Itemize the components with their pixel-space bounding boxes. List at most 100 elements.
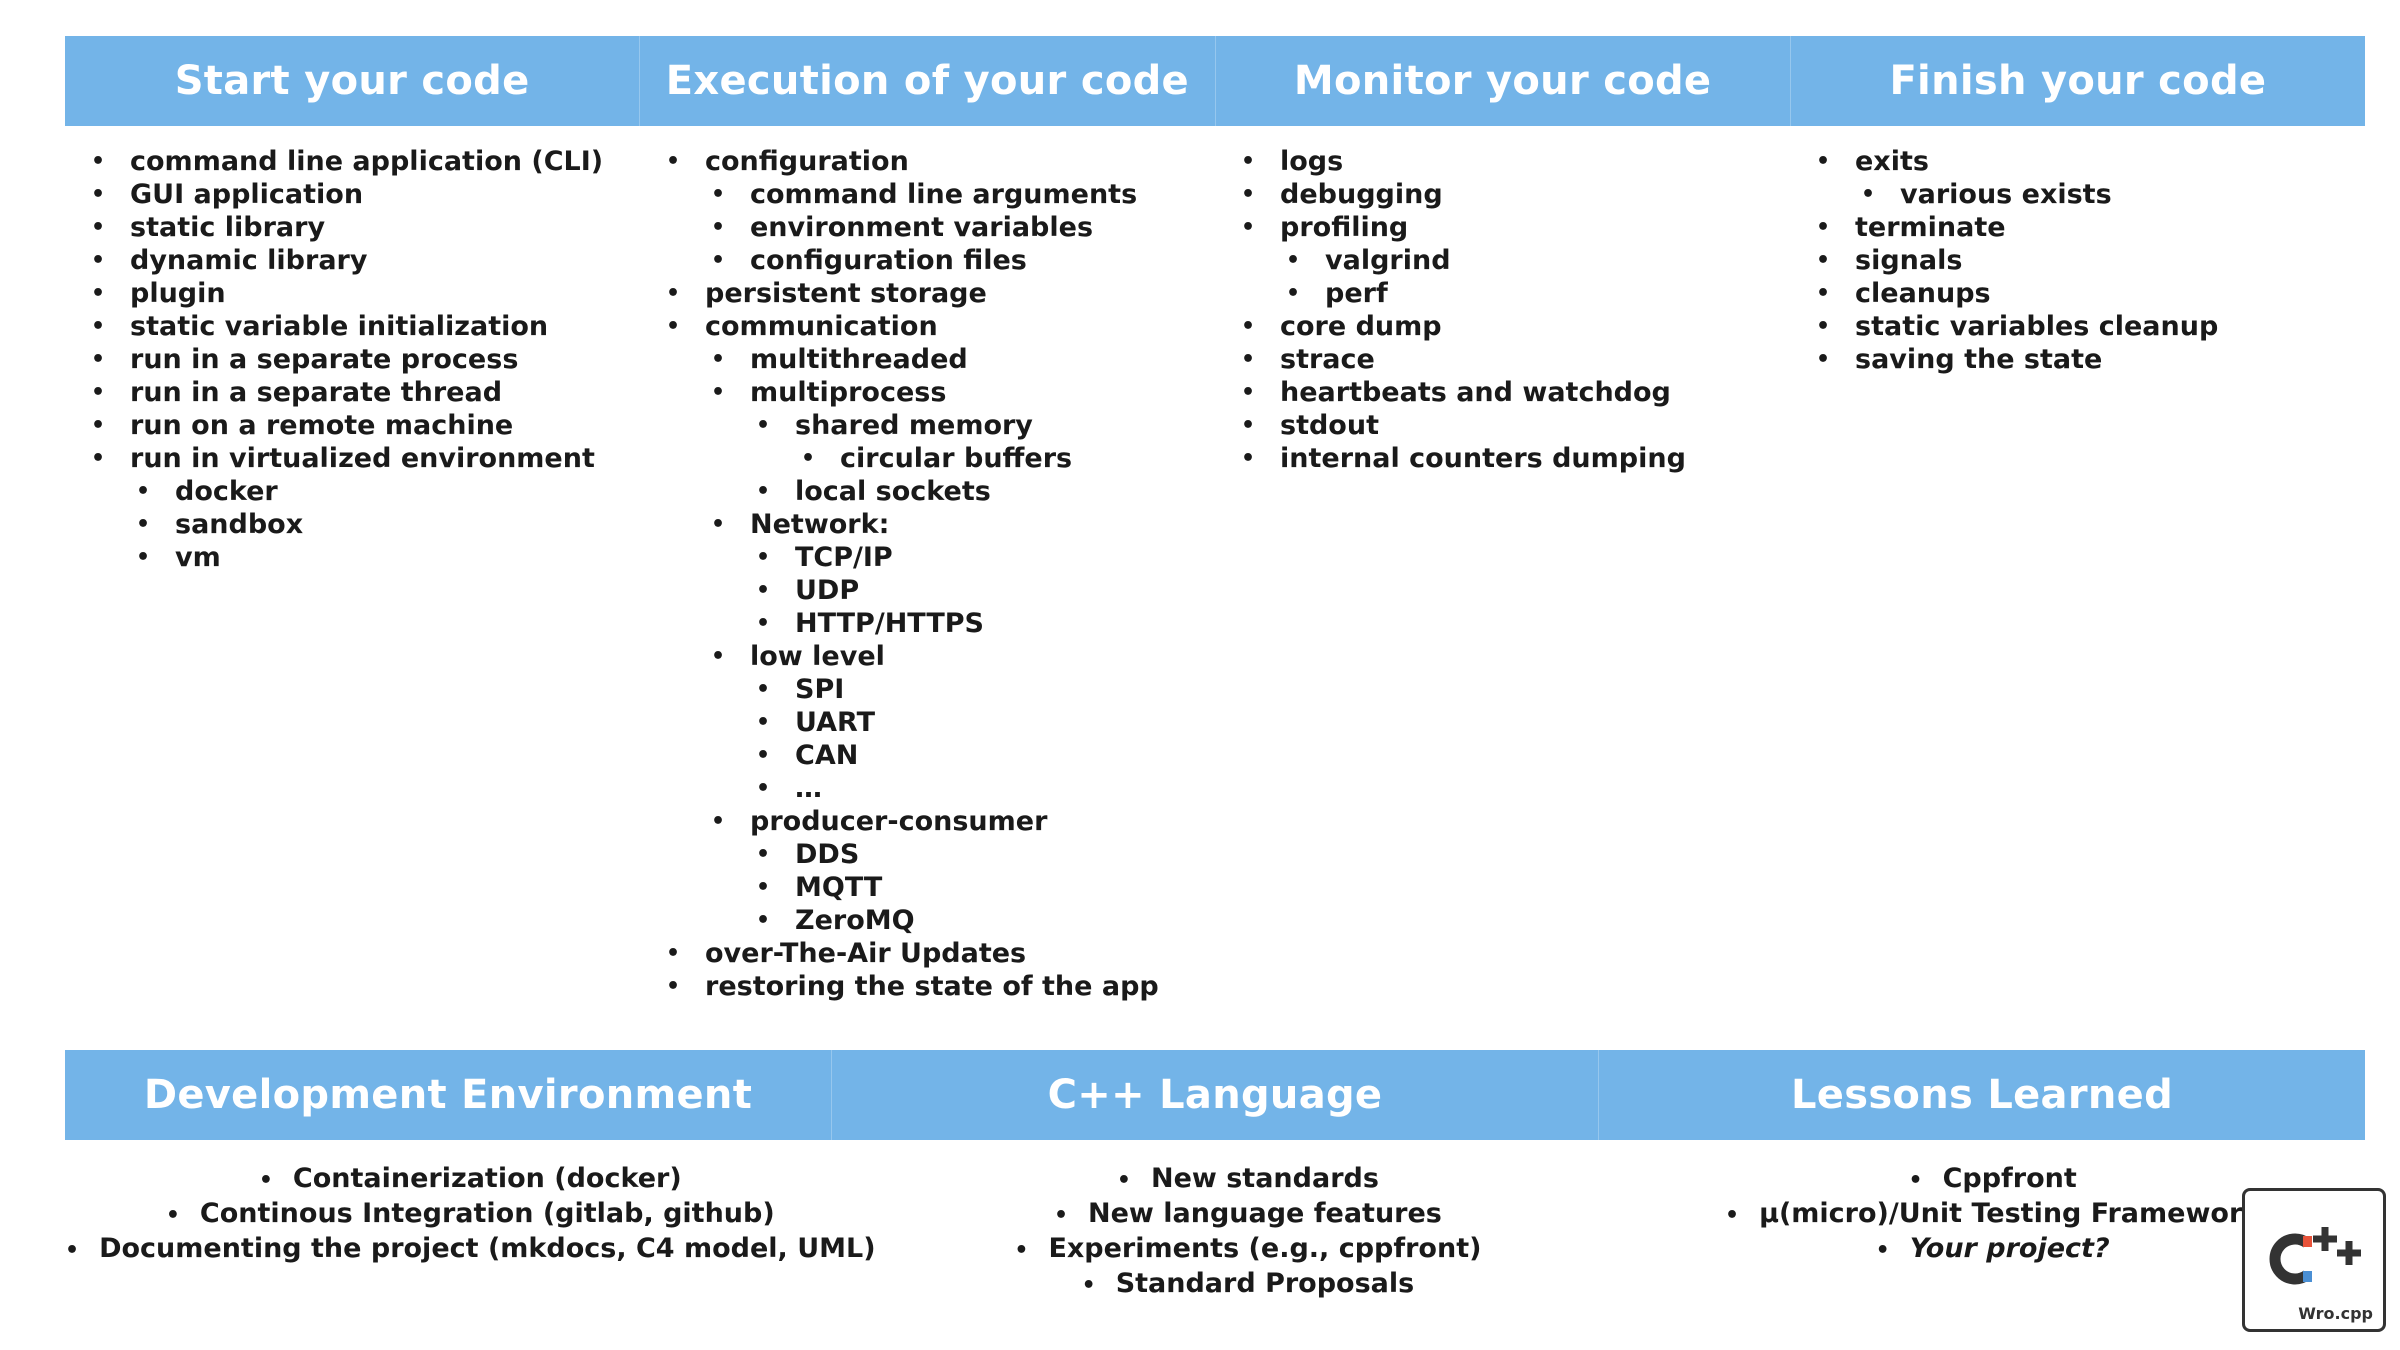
sub-list: SPIUARTCAN… — [705, 673, 1215, 805]
list-item: •Continous Integration (gitlab, github) — [166, 1197, 775, 1232]
list-item-label: strace — [1280, 344, 1375, 375]
list-item: heartbeats and watchdog — [1235, 376, 1790, 409]
list-item: configuration files — [705, 244, 1215, 277]
list-item-label: run on a remote machine — [130, 410, 514, 441]
list-item: run in virtualized environment — [85, 442, 640, 475]
list-item-label: SPI — [795, 674, 845, 705]
list-item: SPI — [750, 673, 1215, 706]
bullet-icon: • — [258, 1168, 273, 1193]
list-item-label: Network: — [750, 509, 890, 540]
list-item-label: debugging — [1280, 179, 1443, 210]
list-item: multiprocess — [705, 376, 1215, 409]
list-item: • New standards — [1117, 1162, 1379, 1197]
sub-list: TCP/IPUDPHTTP/HTTPS — [705, 541, 1215, 640]
list-item: producer-consumer — [705, 805, 1215, 838]
column-start: command line application (CLI)GUI applic… — [65, 145, 640, 1025]
list-item: profiling — [1235, 211, 1790, 244]
list-item-label: local sockets — [795, 476, 991, 507]
list-item: TCP/IP — [750, 541, 1215, 574]
list-item-label: stdout — [1280, 410, 1379, 441]
list-item: shared memory — [750, 409, 1215, 442]
list-item-label: heartbeats and watchdog — [1280, 377, 1671, 408]
header-monitor-your-code: Monitor your code — [1216, 36, 1791, 126]
sub-list: multithreadedmultiprocessshared memoryci… — [660, 343, 1215, 937]
header-execution-of-your-code: Execution of your code — [640, 36, 1216, 126]
list-item: command line application (CLI) — [85, 145, 640, 178]
list-item: terminate — [1810, 211, 2365, 244]
list-item-label: dynamic library — [130, 245, 368, 276]
list-item-label: terminate — [1855, 212, 2006, 243]
list-item: restoring the state of the app — [660, 970, 1215, 1003]
bullet-icon: • — [1014, 1238, 1029, 1263]
list-item: dynamic library — [85, 244, 640, 277]
list-item: perf — [1280, 277, 1790, 310]
list-item: command line arguments — [705, 178, 1215, 211]
list-item-label: multithreaded — [750, 344, 968, 375]
list-item-label: cleanups — [1855, 278, 1991, 309]
list-item: cleanups — [1810, 277, 2365, 310]
lessons-learned-list: •Cppfront•μ(micro)/Unit Testing Framewor… — [1620, 1162, 2365, 1302]
list-item-label: Cppfront — [1942, 1163, 2077, 1194]
column-monitor: logsdebuggingprofilingvalgrindperfcore d… — [1215, 145, 1790, 1025]
list-item: UDP — [750, 574, 1215, 607]
top-header-band: Start your code Execution of your code M… — [65, 36, 2365, 126]
header-cpp-language: C++ Language — [832, 1050, 1599, 1140]
list-item: •Cppfront — [1909, 1162, 2077, 1197]
list-item: debugging — [1235, 178, 1790, 211]
execution-list: configurationcommand line argumentsenvir… — [660, 145, 1215, 1003]
list-item-label: logs — [1280, 146, 1344, 177]
sub-list: shared memorycircular bufferslocal socke… — [705, 409, 1215, 508]
list-item-label: MQTT — [795, 872, 883, 903]
list-item: HTTP/HTTPS — [750, 607, 1215, 640]
list-item: environment variables — [705, 211, 1215, 244]
list-item: static variable initialization — [85, 310, 640, 343]
topic-columns: command line application (CLI)GUI applic… — [65, 145, 2365, 1025]
list-item-label: low level — [750, 641, 885, 672]
bullet-icon: • — [1116, 1168, 1131, 1193]
sub-list: command line argumentsenvironment variab… — [660, 178, 1215, 277]
column-finish: exitsvarious existsterminatesignalsclean… — [1790, 145, 2365, 1025]
list-item: DDS — [750, 838, 1215, 871]
list-item: GUI application — [85, 178, 640, 211]
list-item: CAN — [750, 739, 1215, 772]
sub-list: DDSMQTTZeroMQ — [705, 838, 1215, 937]
column-execution: configurationcommand line argumentsenvir… — [640, 145, 1215, 1025]
list-item-label: DDS — [795, 839, 860, 870]
header-lessons-learned: Lessons Learned — [1791, 1072, 2173, 1118]
list-item: sandbox — [130, 508, 640, 541]
list-item-label: GUI application — [130, 179, 364, 210]
list-item: core dump — [1235, 310, 1790, 343]
list-item: MQTT — [750, 871, 1215, 904]
list-item-label: ZeroMQ — [795, 905, 915, 936]
cpp-language-list: •New standards•New language features•Exp… — [876, 1162, 1621, 1302]
bullet-icon: • — [1053, 1203, 1069, 1228]
list-item-label: circular buffers — [840, 443, 1073, 474]
list-item: stdout — [1235, 409, 1790, 442]
list-item-label: multiprocess — [750, 377, 947, 408]
cpp-magnet-logo-icon — [2269, 1227, 2361, 1285]
list-item-label: communication — [705, 311, 938, 342]
list-item: local sockets — [750, 475, 1215, 508]
list-item: • Experiments (e.g., cppfront) — [1014, 1232, 1481, 1267]
list-item: exits — [1810, 145, 2365, 178]
list-item-label: saving the state — [1855, 344, 2103, 375]
list-item-label: Documenting the project (mkdocs, C4 mode… — [99, 1233, 876, 1264]
list-item-label: internal counters dumping — [1280, 443, 1686, 474]
list-item: static library — [85, 211, 640, 244]
list-item: configuration — [660, 145, 1215, 178]
list-item: vm — [130, 541, 640, 574]
list-item: circular buffers — [795, 442, 1215, 475]
bullet-icon: • — [1875, 1238, 1890, 1263]
list-item-label: exits — [1855, 146, 1929, 177]
list-item: plugin — [85, 277, 640, 310]
list-item-label: various exists — [1900, 179, 2112, 210]
list-item: •New language features — [1054, 1197, 1442, 1232]
list-item: various exists — [1855, 178, 2365, 211]
start-list: command line application (CLI)GUI applic… — [85, 145, 640, 574]
list-item-label: TCP/IP — [795, 542, 893, 573]
list-item-label: New standards — [1150, 1163, 1379, 1194]
sub-list: valgrindperf — [1235, 244, 1790, 310]
bullet-icon: • — [65, 1238, 80, 1263]
list-item-label: Experiments (e.g., cppfront) — [1048, 1233, 1482, 1264]
finish-list: exitsvarious existsterminatesignalsclean… — [1810, 145, 2365, 376]
